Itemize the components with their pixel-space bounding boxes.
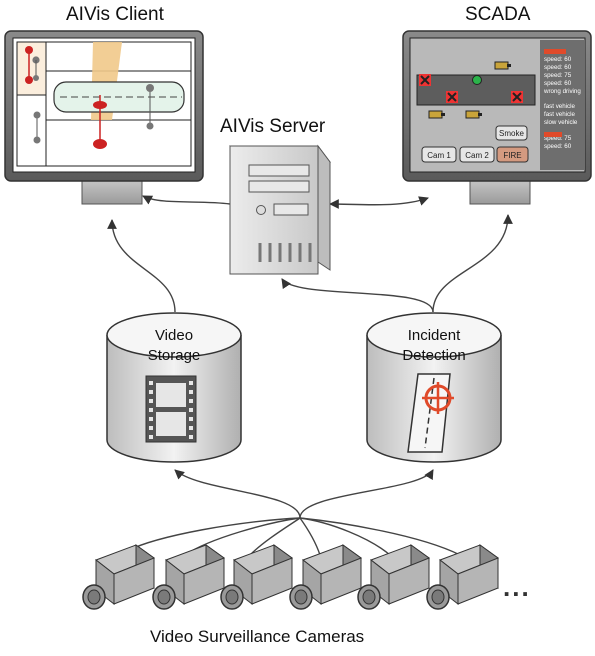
to-detection bbox=[299, 469, 434, 519]
incident-marker bbox=[511, 91, 523, 103]
scada-log-line: wrong driving bbox=[543, 88, 581, 95]
camera-link bbox=[249, 517, 301, 556]
film-icon bbox=[145, 375, 197, 443]
storage-label-2: Storage bbox=[148, 347, 201, 364]
fire-button bbox=[496, 146, 529, 163]
surveillance-camera bbox=[152, 544, 226, 610]
surveillance-camera bbox=[357, 544, 431, 610]
storage-label-1: Video bbox=[155, 327, 193, 344]
detection-label-1: Incident bbox=[408, 327, 461, 344]
scada-log-line: speed: 75 bbox=[544, 72, 572, 79]
server-icon bbox=[229, 144, 331, 275]
scada-log-line: fast vehicle bbox=[544, 103, 576, 110]
client-title: AIVis Client bbox=[66, 4, 164, 25]
cameras-title: Video Surveillance Cameras bbox=[150, 627, 365, 646]
incident-marker bbox=[419, 74, 431, 86]
alert-marker bbox=[544, 132, 562, 137]
video-storage-cylinder: Video Storage bbox=[106, 312, 242, 463]
cam1-button-label: Cam 1 bbox=[427, 151, 451, 160]
scada-log-line: speed: 60 bbox=[544, 80, 572, 87]
scada-log-line: speed: 60 bbox=[544, 143, 572, 150]
detection-to-server bbox=[281, 278, 434, 313]
detection-label-2: Detection bbox=[402, 347, 465, 364]
scada-log-line: slow vehicle bbox=[544, 119, 578, 126]
camera-link bbox=[299, 517, 321, 556]
smoke-button bbox=[495, 125, 528, 141]
scada-log-panel bbox=[540, 40, 584, 170]
scada-log-line: speed: 75 bbox=[544, 135, 572, 142]
scada-log-line: speed: 60 bbox=[544, 64, 572, 71]
server-to-client bbox=[142, 195, 231, 205]
cam2-button-label: Cam 2 bbox=[465, 151, 489, 160]
more-cameras-ellipsis: ... bbox=[503, 572, 531, 602]
scada-log-line: fast vehicle bbox=[544, 111, 576, 118]
surveillance-camera bbox=[82, 544, 156, 610]
incident-detection-cylinder: Incident Detection bbox=[366, 312, 502, 463]
connectors bbox=[107, 195, 513, 556]
server-to-scada bbox=[329, 196, 429, 209]
alert-marker bbox=[544, 49, 566, 54]
camera-row bbox=[82, 544, 500, 610]
scada-log-line: speed: 60 bbox=[544, 56, 572, 63]
camera-link bbox=[299, 517, 461, 556]
road-target-icon bbox=[407, 373, 454, 453]
to-storage bbox=[174, 469, 301, 519]
detection-to-scada bbox=[432, 214, 513, 313]
status-light bbox=[472, 75, 482, 85]
cam1-button bbox=[421, 146, 457, 163]
surveillance-camera bbox=[289, 544, 363, 610]
scada-title: SCADA bbox=[465, 4, 531, 25]
server-title: AIVis Server bbox=[220, 116, 326, 137]
surveillance-camera bbox=[426, 544, 500, 610]
smoke-button-label: Smoke bbox=[499, 129, 524, 138]
incident-marker bbox=[446, 91, 458, 103]
storage-to-client bbox=[107, 219, 176, 313]
cam2-button bbox=[459, 146, 495, 163]
fire-button-label: FIRE bbox=[503, 151, 521, 160]
surveillance-camera bbox=[220, 544, 294, 610]
client-monitor bbox=[4, 30, 204, 205]
